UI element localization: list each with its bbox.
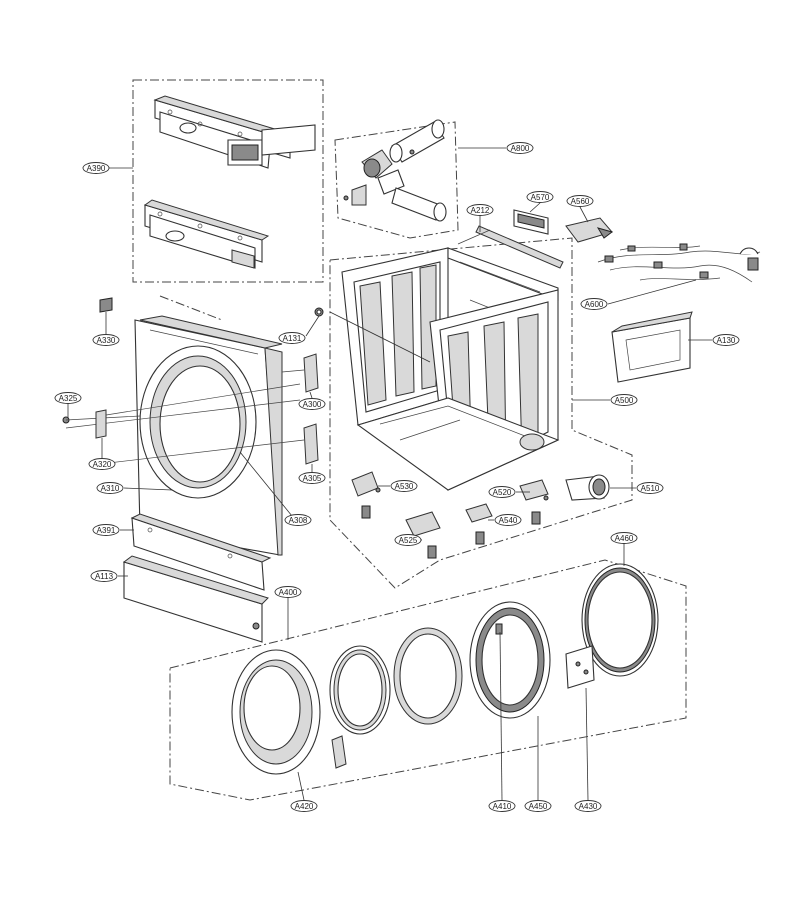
svg-text:A212: A212 xyxy=(471,206,490,215)
svg-text:A320: A320 xyxy=(93,460,112,469)
part-exhaust-duct xyxy=(565,474,610,501)
label-A113: A113 xyxy=(90,570,118,582)
part-door-glass xyxy=(393,627,463,725)
leader-lines xyxy=(67,147,712,801)
label-A410: A410 xyxy=(488,800,516,812)
part-a320-hinge xyxy=(95,409,107,439)
part-duct-assembly xyxy=(343,119,447,222)
label-A390: A390 xyxy=(82,162,110,174)
part-cabinet xyxy=(341,247,560,491)
part-side-panel-a130 xyxy=(611,311,693,383)
label-A300: A300 xyxy=(298,398,326,410)
part-bracket-small xyxy=(513,209,549,235)
part-screw-a131 xyxy=(314,307,324,317)
label-A330: A330 xyxy=(92,334,120,346)
label-A420: A420 xyxy=(290,800,318,812)
label-A460: A460 xyxy=(610,532,638,544)
svg-text:A500: A500 xyxy=(615,396,634,405)
svg-text:A310: A310 xyxy=(101,484,120,493)
svg-text:A560: A560 xyxy=(571,197,590,206)
label-A400: A400 xyxy=(274,586,302,598)
label-A308: A308 xyxy=(284,514,312,526)
svg-text:A410: A410 xyxy=(493,802,512,811)
part-feet xyxy=(351,471,549,559)
svg-text:A600: A600 xyxy=(585,300,604,309)
svg-text:A570: A570 xyxy=(531,193,550,202)
label-A600: A600 xyxy=(580,298,608,310)
svg-text:A430: A430 xyxy=(579,802,598,811)
part-control-bracket xyxy=(130,513,272,591)
leader-a308-link xyxy=(239,451,293,517)
part-control-panel xyxy=(122,555,269,643)
label-A130: A130 xyxy=(712,334,740,346)
part-clip xyxy=(565,217,614,243)
part-door-seal-rear xyxy=(581,563,659,677)
part-door-frame-front xyxy=(231,649,321,775)
part-top-bracket-upper xyxy=(153,95,316,169)
svg-text:A530: A530 xyxy=(395,482,414,491)
label-A570: A570 xyxy=(526,191,554,203)
label-A430: A430 xyxy=(574,800,602,812)
svg-text:A391: A391 xyxy=(97,526,116,535)
boundary-door-group xyxy=(169,559,687,801)
group-boundaries xyxy=(132,79,687,801)
label-A131: A131 xyxy=(278,332,306,344)
part-hinge-plate xyxy=(565,645,595,689)
part-door-frame-inner xyxy=(469,601,551,719)
svg-text:A130: A130 xyxy=(717,336,736,345)
label-A500: A500 xyxy=(610,394,638,406)
svg-text:A131: A131 xyxy=(283,334,302,343)
svg-text:A460: A460 xyxy=(615,534,634,543)
svg-text:A510: A510 xyxy=(641,484,660,493)
label-A310: A310 xyxy=(96,482,124,494)
svg-text:A450: A450 xyxy=(529,802,548,811)
svg-text:A400: A400 xyxy=(279,588,298,597)
svg-text:A525: A525 xyxy=(399,536,418,545)
label-A800: A800 xyxy=(506,142,534,154)
boundary-duct-group xyxy=(334,121,459,239)
part-door-gasket xyxy=(329,645,391,735)
part-a300-hinge xyxy=(281,353,319,393)
label-A320: A320 xyxy=(88,458,116,470)
label-A391: A391 xyxy=(92,524,120,536)
svg-text:A300: A300 xyxy=(303,400,322,409)
label-A212: A212 xyxy=(466,204,494,216)
svg-text:A308: A308 xyxy=(289,516,308,525)
svg-text:A420: A420 xyxy=(295,802,314,811)
label-A305: A305 xyxy=(298,472,326,484)
svg-text:A800: A800 xyxy=(511,144,530,153)
svg-text:A390: A390 xyxy=(87,164,106,173)
part-front-panel xyxy=(134,315,283,556)
label-A560: A560 xyxy=(566,195,594,207)
svg-text:A325: A325 xyxy=(59,394,78,403)
boundary-control-link xyxy=(159,295,223,321)
part-door-handle xyxy=(331,735,347,769)
label-A540: A540 xyxy=(494,514,522,526)
boundary-bracket-group xyxy=(132,79,324,283)
svg-text:A330: A330 xyxy=(97,336,116,345)
part-top-bracket-lower xyxy=(143,199,270,269)
part-a305-hinge xyxy=(99,423,319,465)
label-A530: A530 xyxy=(390,480,418,492)
label-A450: A450 xyxy=(524,800,552,812)
label-A525: A525 xyxy=(394,534,422,546)
svg-text:A113: A113 xyxy=(95,572,114,581)
label-A520: A520 xyxy=(488,486,516,498)
callout-labels: A390 A800 A212 A570 A560 A600 A330 A131 … xyxy=(54,142,740,812)
svg-text:A305: A305 xyxy=(303,474,322,483)
boundary-cabinet-group xyxy=(329,237,633,589)
svg-text:A520: A520 xyxy=(493,488,512,497)
label-A510: A510 xyxy=(636,482,664,494)
part-top-rail xyxy=(457,225,564,269)
svg-text:A540: A540 xyxy=(499,516,518,525)
label-A325: A325 xyxy=(54,392,82,404)
part-wire-harness xyxy=(597,243,761,283)
part-a330 xyxy=(99,297,113,334)
